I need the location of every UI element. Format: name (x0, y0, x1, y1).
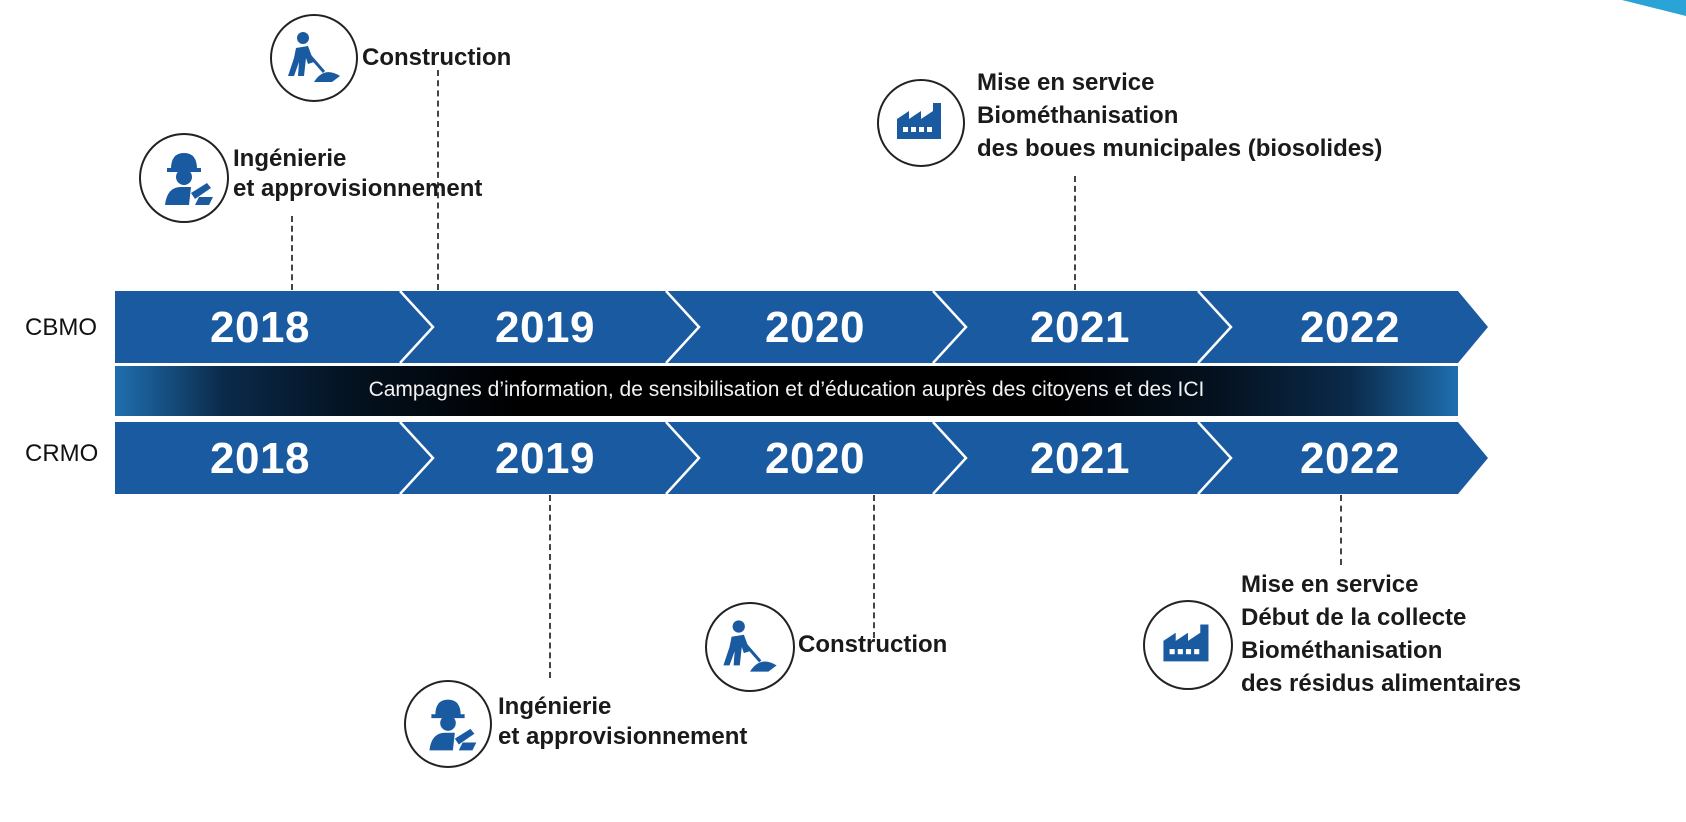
cbmo-engineering-label: Ingénierie et approvisionnement (233, 144, 482, 204)
cbmo-year-2021: 2021 (1030, 303, 1130, 352)
connector-crmo-construction (873, 495, 875, 638)
crmo-service-line-3: Biométhanisation (1241, 637, 1443, 664)
crmo-engineering-line-1: Ingénierie (498, 693, 612, 720)
campaign-text: Campagnes d’information, de sensibilisat… (368, 378, 1205, 401)
connector-crmo-service (1340, 495, 1342, 565)
crmo-separator-1 (399, 421, 435, 495)
crmo-year-2019: 2019 (495, 434, 595, 483)
factory-icon (1143, 600, 1233, 690)
cbmo-service-line-2: Biométhanisation (977, 102, 1179, 129)
construction-worker-icon (705, 602, 795, 692)
crmo-construction-label: Construction (798, 630, 947, 660)
crmo-engineering-label: Ingénierie et approvisionnement (498, 692, 747, 752)
factory-icon (877, 79, 965, 167)
crmo-arrow-bar (115, 422, 1488, 494)
crmo-year-2022: 2022 (1300, 434, 1400, 483)
construction-worker-icon (270, 14, 358, 102)
cbmo-separator-4 (1197, 290, 1233, 364)
crmo-year-2020: 2020 (765, 434, 865, 483)
crmo-year-2021: 2021 (1030, 434, 1130, 483)
campaign-band: Campagnes d’information, de sensibilisat… (115, 366, 1458, 416)
crmo-separator-3 (932, 421, 968, 495)
crmo-service-line-4: des résidus alimentaires (1241, 670, 1522, 697)
cbmo-year-2018: 2018 (210, 303, 310, 352)
row-label-cbmo: CBMO (25, 314, 97, 341)
connector-crmo-engineering (549, 495, 551, 678)
crmo-separator-4 (1197, 421, 1233, 495)
cbmo-separator-3 (932, 290, 968, 364)
crmo-construction-line-1: Construction (798, 631, 948, 658)
cbmo-service-line-3: des boues municipales (biosolides) (977, 135, 1383, 162)
connector-cbmo-engineering (291, 216, 293, 290)
cbmo-separator-1 (399, 290, 435, 364)
connector-cbmo-service (1074, 176, 1076, 290)
connector-cbmo-construction (437, 70, 439, 290)
crmo-year-2018: 2018 (210, 434, 310, 483)
cbmo-engineering-line-2: et approvisionnement (233, 175, 483, 202)
crmo-service-label: Mise en service Début de la collecte Bio… (1241, 568, 1521, 700)
cbmo-construction-label: Construction (362, 43, 511, 73)
crmo-service-line-2: Début de la collecte (1241, 604, 1467, 631)
cbmo-arrow-bar (115, 291, 1488, 363)
crmo-separator-2 (665, 421, 701, 495)
engineer-icon (404, 680, 492, 768)
cbmo-engineering-line-1: Ingénierie (233, 145, 347, 172)
engineer-icon (139, 133, 229, 223)
cbmo-service-label: Mise en service Biométhanisation des bou… (977, 66, 1382, 165)
cbmo-construction-line-1: Construction (362, 44, 512, 71)
cbmo-year-2022: 2022 (1300, 303, 1400, 352)
cbmo-service-line-1: Mise en service (977, 69, 1155, 96)
cbmo-year-2019: 2019 (495, 303, 595, 352)
row-label-crmo: CRMO (25, 440, 99, 467)
corner-accent (1622, 0, 1686, 16)
crmo-service-line-1: Mise en service (1241, 571, 1419, 598)
cbmo-year-2020: 2020 (765, 303, 865, 352)
crmo-engineering-line-2: et approvisionnement (498, 723, 748, 750)
cbmo-separator-2 (665, 290, 701, 364)
